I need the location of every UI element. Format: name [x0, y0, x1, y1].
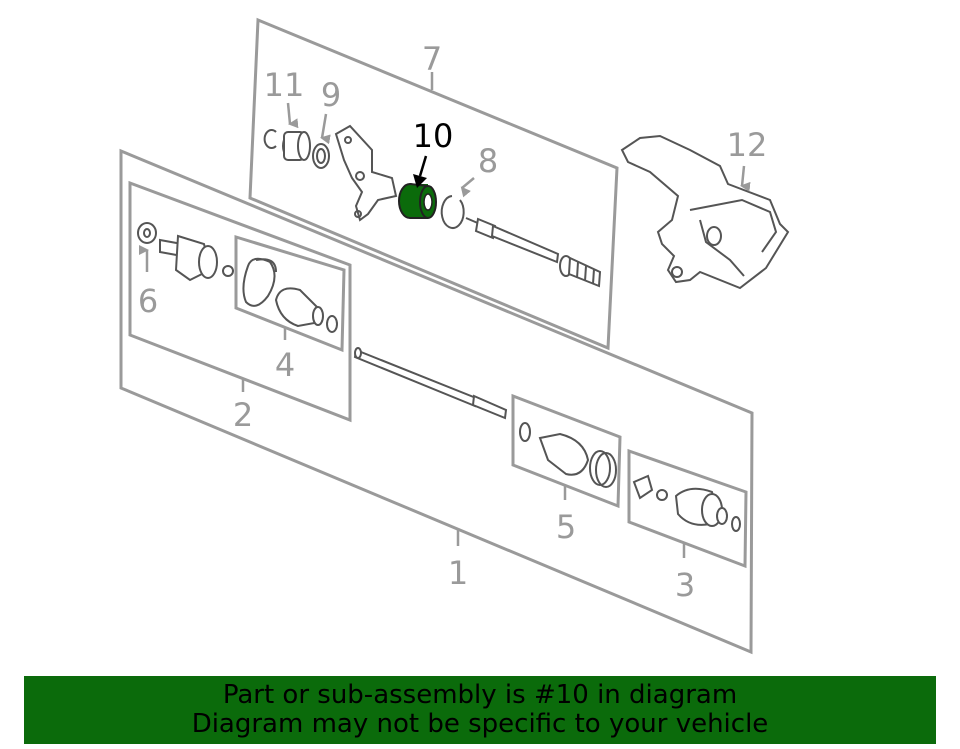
leader-12: [740, 165, 751, 192]
callout-12: 12: [727, 126, 768, 164]
part-outer-joint: [159, 234, 234, 282]
part-inner-boot: [519, 422, 617, 488]
part-inner-joint: [632, 474, 741, 532]
leader-8: [460, 177, 475, 198]
part-boot-band: [242, 257, 277, 307]
part-9-ring: [312, 143, 330, 169]
callout-4: 4: [275, 346, 295, 384]
part-intermediate-shaft: [465, 217, 602, 288]
banner-line-1: Part or sub-assembly is #10 in diagram: [222, 680, 738, 710]
panel-3-frame: [627, 448, 748, 569]
callout-3: 3: [675, 566, 695, 604]
part-boot: [274, 287, 338, 333]
callout-5: 5: [556, 508, 576, 546]
callout-7: 7: [422, 40, 442, 78]
leader-10: [418, 155, 428, 177]
callout-11: 11: [264, 66, 305, 104]
panel-4-frame: [234, 234, 346, 353]
callout-2: 2: [233, 396, 253, 434]
callout-6: 6: [138, 282, 158, 320]
banner-line-2: Diagram may not be specific to your vehi…: [191, 709, 769, 739]
callout-9: 9: [321, 76, 341, 114]
callout-10: 10: [413, 117, 454, 155]
part-bracket: [334, 124, 398, 222]
part-12-heat-shield: [620, 134, 790, 290]
info-banner: Part or sub-assembly is #10 in diagram D…: [24, 676, 936, 744]
leader-9: [320, 113, 331, 145]
part-axle-shaft: [353, 347, 508, 420]
part-8-snap-ring: [440, 195, 465, 229]
part-11-cup: [282, 131, 311, 161]
panel-5-frame: [511, 393, 622, 509]
leader-10-arrowhead: [413, 174, 427, 188]
leader-11: [286, 102, 299, 129]
panel-7-frame: [248, 17, 619, 351]
part-11-clip: [263, 129, 277, 149]
callout-1: 1: [448, 554, 468, 592]
part-10-bearing: [398, 183, 437, 219]
callout-8: 8: [478, 142, 498, 180]
panel-2-frame: [128, 180, 352, 423]
panel-1-frame: [119, 148, 754, 655]
part-6-nut: [137, 222, 157, 244]
